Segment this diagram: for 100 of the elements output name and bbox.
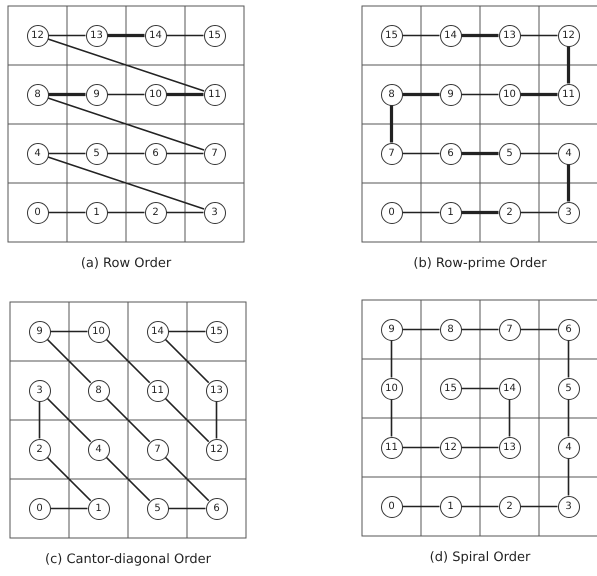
numbered-circle: 4 bbox=[558, 436, 580, 458]
numbered-circle: 11 bbox=[146, 380, 168, 402]
connector-line bbox=[462, 210, 498, 214]
numbered-circle: 4 bbox=[88, 438, 110, 460]
connector-line bbox=[108, 152, 144, 154]
numbered-circle: 2 bbox=[498, 496, 520, 518]
connector-line bbox=[402, 152, 440, 154]
numbered-circle: 7 bbox=[380, 142, 402, 164]
numbered-circle: 6 bbox=[558, 318, 580, 340]
connector-line bbox=[106, 398, 150, 442]
numbered-circle: 0 bbox=[28, 498, 50, 520]
numbered-circle: 11 bbox=[558, 84, 580, 106]
numbered-circle: 10 bbox=[498, 84, 520, 106]
numbered-circle: 10 bbox=[88, 320, 110, 342]
numbered-circle: 6 bbox=[206, 498, 228, 520]
connector-line bbox=[166, 34, 204, 36]
connector-line bbox=[164, 456, 210, 502]
numbered-circle: 13 bbox=[498, 24, 520, 46]
connector-line bbox=[520, 152, 558, 154]
connector-line bbox=[520, 328, 558, 330]
numbered-circle: 9 bbox=[440, 84, 462, 106]
numbered-circle: 15 bbox=[204, 24, 226, 46]
connector-line bbox=[402, 328, 440, 330]
numbered-circle: 12 bbox=[558, 24, 580, 46]
connector-line bbox=[520, 506, 558, 508]
numbered-circle: 11 bbox=[380, 436, 402, 458]
numbered-circle: 9 bbox=[380, 318, 402, 340]
connector-line bbox=[568, 458, 570, 496]
numbered-circle: 7 bbox=[146, 438, 168, 460]
connector-line bbox=[48, 97, 204, 151]
connector-line bbox=[566, 164, 570, 202]
numbered-circle: 0 bbox=[26, 202, 48, 224]
connector-line bbox=[462, 328, 498, 330]
numbered-circle: 5 bbox=[558, 378, 580, 400]
connector-line bbox=[46, 456, 92, 502]
numbered-circle: 15 bbox=[440, 378, 462, 400]
connector-line bbox=[166, 152, 204, 154]
numbered-circle: 12 bbox=[440, 436, 462, 458]
numbered-circle: 15 bbox=[206, 320, 228, 342]
numbered-circle: 13 bbox=[206, 380, 228, 402]
connector-line bbox=[38, 402, 40, 438]
numbered-circle: 9 bbox=[86, 84, 108, 106]
numbered-circle: 7 bbox=[498, 318, 520, 340]
connector-line bbox=[106, 456, 150, 502]
numbered-circle: 5 bbox=[498, 142, 520, 164]
numbered-circle: 14 bbox=[440, 24, 462, 46]
connector-line bbox=[168, 508, 206, 510]
numbered-circle: 12 bbox=[26, 24, 48, 46]
connector-line bbox=[50, 330, 88, 332]
numbered-circle: 8 bbox=[380, 84, 402, 106]
numbered-circle: 8 bbox=[440, 318, 462, 340]
connector-line bbox=[48, 212, 86, 214]
numbered-circle: 3 bbox=[558, 496, 580, 518]
connector-line bbox=[508, 400, 510, 436]
connector-line bbox=[108, 34, 144, 38]
connector-line bbox=[164, 398, 210, 442]
connector-line bbox=[462, 446, 498, 448]
panel-title: (a) Row Order bbox=[80, 256, 172, 271]
connector-line bbox=[568, 400, 570, 436]
numbered-circle: 6 bbox=[440, 142, 462, 164]
numbered-circle: 0 bbox=[380, 202, 402, 224]
connector-line bbox=[520, 34, 558, 36]
connector-line bbox=[390, 400, 392, 436]
connector-line bbox=[216, 402, 218, 438]
numbered-circle: 1 bbox=[440, 202, 462, 224]
connector-line bbox=[390, 106, 394, 142]
numbered-circle: 8 bbox=[88, 380, 110, 402]
numbered-circle: 2 bbox=[28, 438, 50, 460]
connector-line bbox=[566, 46, 570, 84]
connector-line bbox=[108, 212, 144, 214]
connector-line bbox=[462, 34, 498, 38]
connector-line bbox=[48, 152, 86, 154]
numbered-circle: 11 bbox=[204, 84, 226, 106]
numbered-circle: 4 bbox=[558, 142, 580, 164]
connector-line bbox=[48, 156, 204, 210]
numbered-circle: 15 bbox=[380, 24, 402, 46]
numbered-circle: 1 bbox=[88, 498, 110, 520]
numbered-circle: 5 bbox=[86, 142, 108, 164]
connector-line bbox=[462, 94, 498, 96]
connector-line bbox=[106, 338, 150, 384]
connector-line bbox=[402, 446, 440, 448]
numbered-circle: 0 bbox=[380, 496, 402, 518]
connector-line bbox=[462, 506, 498, 508]
connector-line bbox=[48, 34, 86, 36]
numbered-circle: 7 bbox=[204, 142, 226, 164]
connector-line bbox=[168, 330, 206, 332]
numbered-circle: 12 bbox=[206, 438, 228, 460]
numbered-circle: 1 bbox=[86, 202, 108, 224]
numbered-circle: 3 bbox=[28, 380, 50, 402]
panel-title: (c) Cantor-diagonal Order bbox=[44, 552, 212, 567]
connector-line bbox=[164, 338, 210, 384]
numbered-circle: 14 bbox=[144, 24, 166, 46]
panel-title: (d) Spiral Order bbox=[428, 550, 532, 565]
connector-line bbox=[390, 340, 392, 378]
numbered-circle: 2 bbox=[144, 202, 166, 224]
connector-line bbox=[166, 212, 204, 214]
numbered-circle: 14 bbox=[498, 378, 520, 400]
connector-line bbox=[402, 92, 440, 96]
connector-line bbox=[48, 38, 204, 92]
numbered-circle: 4 bbox=[26, 142, 48, 164]
